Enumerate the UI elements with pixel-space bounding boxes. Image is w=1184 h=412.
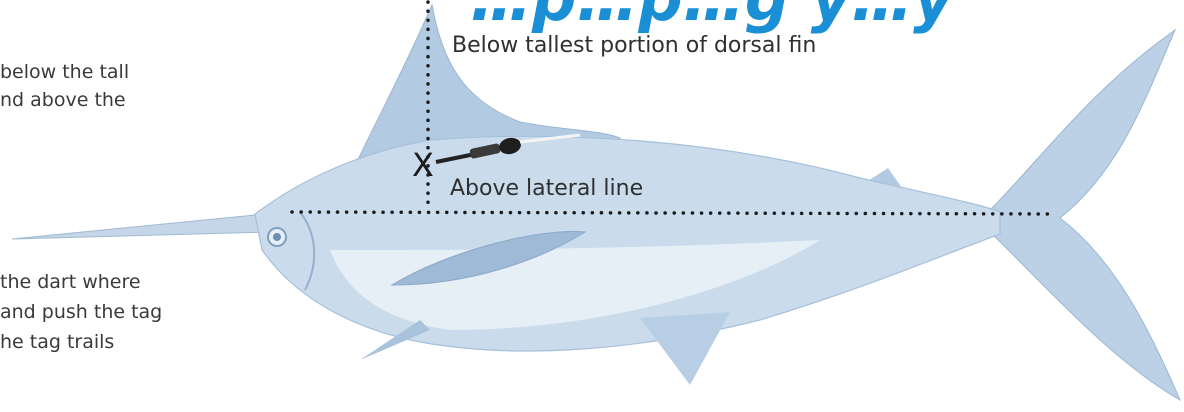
dorsal-fin-label: Below tallest portion of dorsal fin xyxy=(452,33,816,58)
target-mark: X xyxy=(412,146,434,184)
marlin-bill xyxy=(12,214,268,239)
lateral-line-label: Above lateral line xyxy=(450,176,643,201)
marlin-illustration xyxy=(12,5,1180,400)
anal-fin xyxy=(640,312,730,385)
marlin-pupil xyxy=(273,233,281,241)
tail-fin xyxy=(990,30,1180,400)
